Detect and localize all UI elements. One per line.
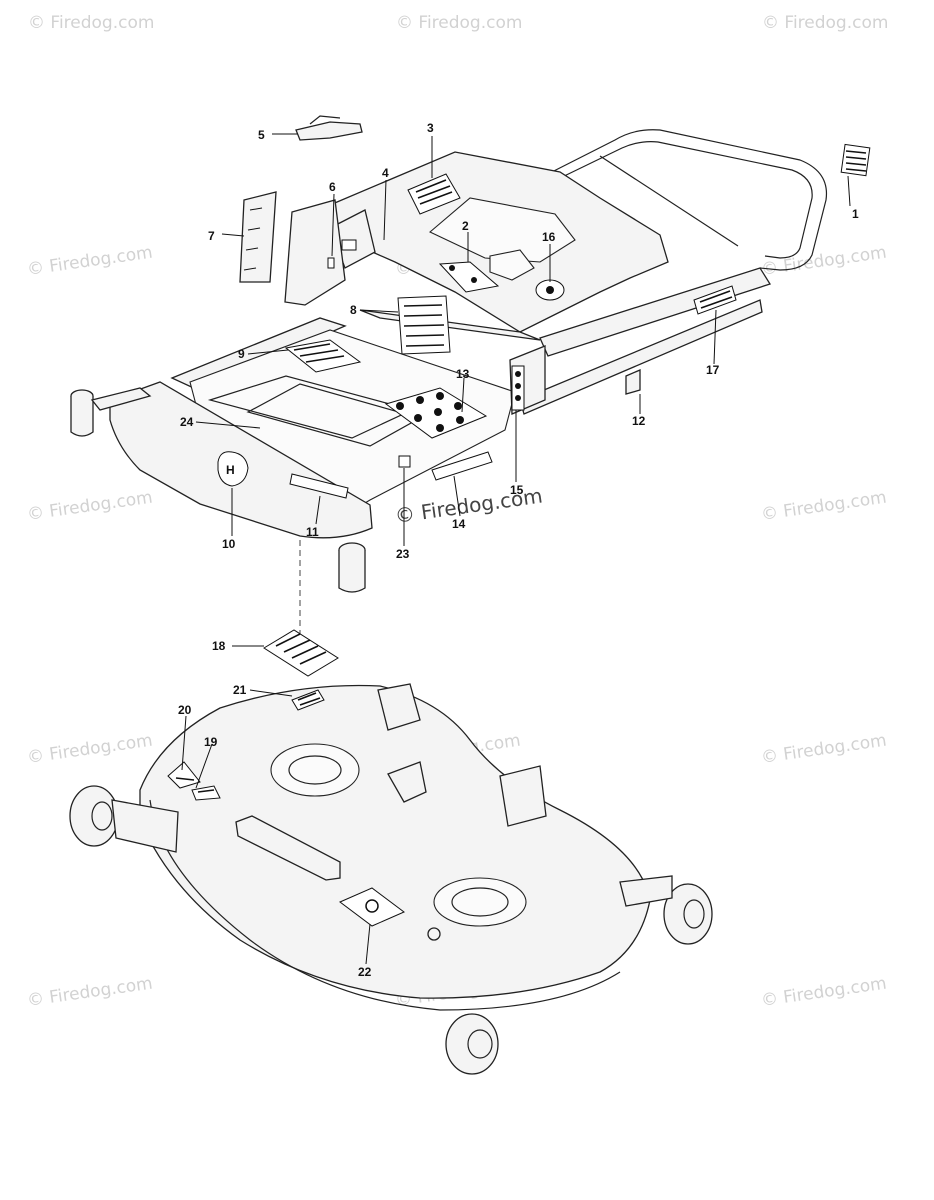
callout-15: 15 bbox=[510, 483, 524, 497]
decal-1 bbox=[840, 143, 871, 177]
decal-8 bbox=[397, 295, 451, 355]
decal-17 bbox=[693, 285, 737, 315]
callout-19: 19 bbox=[204, 735, 218, 749]
watermark: © Firedog.com bbox=[760, 488, 888, 525]
part-5-bracket bbox=[295, 115, 363, 141]
callout-14: 14 bbox=[452, 517, 466, 531]
callout-10: 10 bbox=[222, 537, 236, 551]
decal-14 bbox=[431, 451, 493, 481]
callout-4: 4 bbox=[382, 166, 389, 180]
watermark: © Firedog.com bbox=[26, 731, 154, 768]
decal-6 bbox=[327, 257, 335, 269]
callout-16: 16 bbox=[542, 230, 556, 244]
callout-21: 21 bbox=[233, 683, 247, 697]
watermark: © Firedog.com bbox=[396, 13, 522, 33]
frame-decals: H bbox=[217, 143, 871, 499]
svg-text:H: H bbox=[226, 463, 235, 477]
part-7-strip bbox=[239, 191, 277, 283]
callout-1: 1 bbox=[852, 207, 859, 221]
callout-6: 6 bbox=[329, 180, 336, 194]
deck-decals bbox=[167, 689, 405, 927]
handle-bar bbox=[539, 129, 828, 271]
decal-23 bbox=[398, 455, 411, 468]
decal-19 bbox=[191, 785, 221, 801]
callout-24: 24 bbox=[180, 415, 194, 429]
decal-21 bbox=[291, 689, 325, 711]
callout-18: 18 bbox=[212, 639, 226, 653]
mower-deck bbox=[69, 683, 713, 1075]
decal-13 bbox=[384, 387, 488, 439]
callout-13: 13 bbox=[456, 367, 470, 381]
callout-8: 8 bbox=[350, 303, 357, 317]
callout-12: 12 bbox=[632, 414, 646, 428]
callouts: 1 2 3 4 5 6 7 8 9 10 11 12 13 14 15 16 1… bbox=[178, 121, 859, 979]
decal-9 bbox=[284, 339, 362, 373]
callout-17: 17 bbox=[706, 363, 720, 377]
decal-16 bbox=[535, 279, 565, 301]
watermark: © Firedog.com bbox=[26, 974, 154, 1011]
watermark: © Firedog.com bbox=[26, 488, 154, 525]
decal-18 bbox=[263, 629, 339, 677]
callout-23: 23 bbox=[396, 547, 410, 561]
leader-lines bbox=[181, 133, 851, 965]
callout-5: 5 bbox=[258, 128, 265, 142]
callout-20: 20 bbox=[178, 703, 192, 717]
callout-3: 3 bbox=[427, 121, 434, 135]
decal-15 bbox=[511, 365, 525, 411]
decal-10-logo: H bbox=[217, 451, 249, 487]
callout-2: 2 bbox=[462, 219, 469, 233]
watermark: © Firedog.com bbox=[26, 243, 154, 280]
decal-4 bbox=[341, 239, 357, 251]
watermark: © Firedog.com bbox=[760, 731, 888, 768]
callout-9: 9 bbox=[238, 347, 245, 361]
watermark: © Firedog.com bbox=[28, 13, 154, 33]
callout-11: 11 bbox=[306, 525, 319, 539]
decal-22 bbox=[339, 887, 405, 927]
decal-11 bbox=[289, 473, 349, 499]
decal-3 bbox=[407, 173, 461, 215]
decal-2 bbox=[438, 261, 500, 293]
watermark: © Firedog.com bbox=[762, 13, 888, 33]
watermark: © Firedog.com bbox=[760, 974, 888, 1011]
watermark: © Firedog.com bbox=[760, 243, 888, 280]
callout-22: 22 bbox=[358, 965, 372, 979]
callout-7: 7 bbox=[208, 229, 215, 243]
decal-20 bbox=[167, 761, 201, 789]
